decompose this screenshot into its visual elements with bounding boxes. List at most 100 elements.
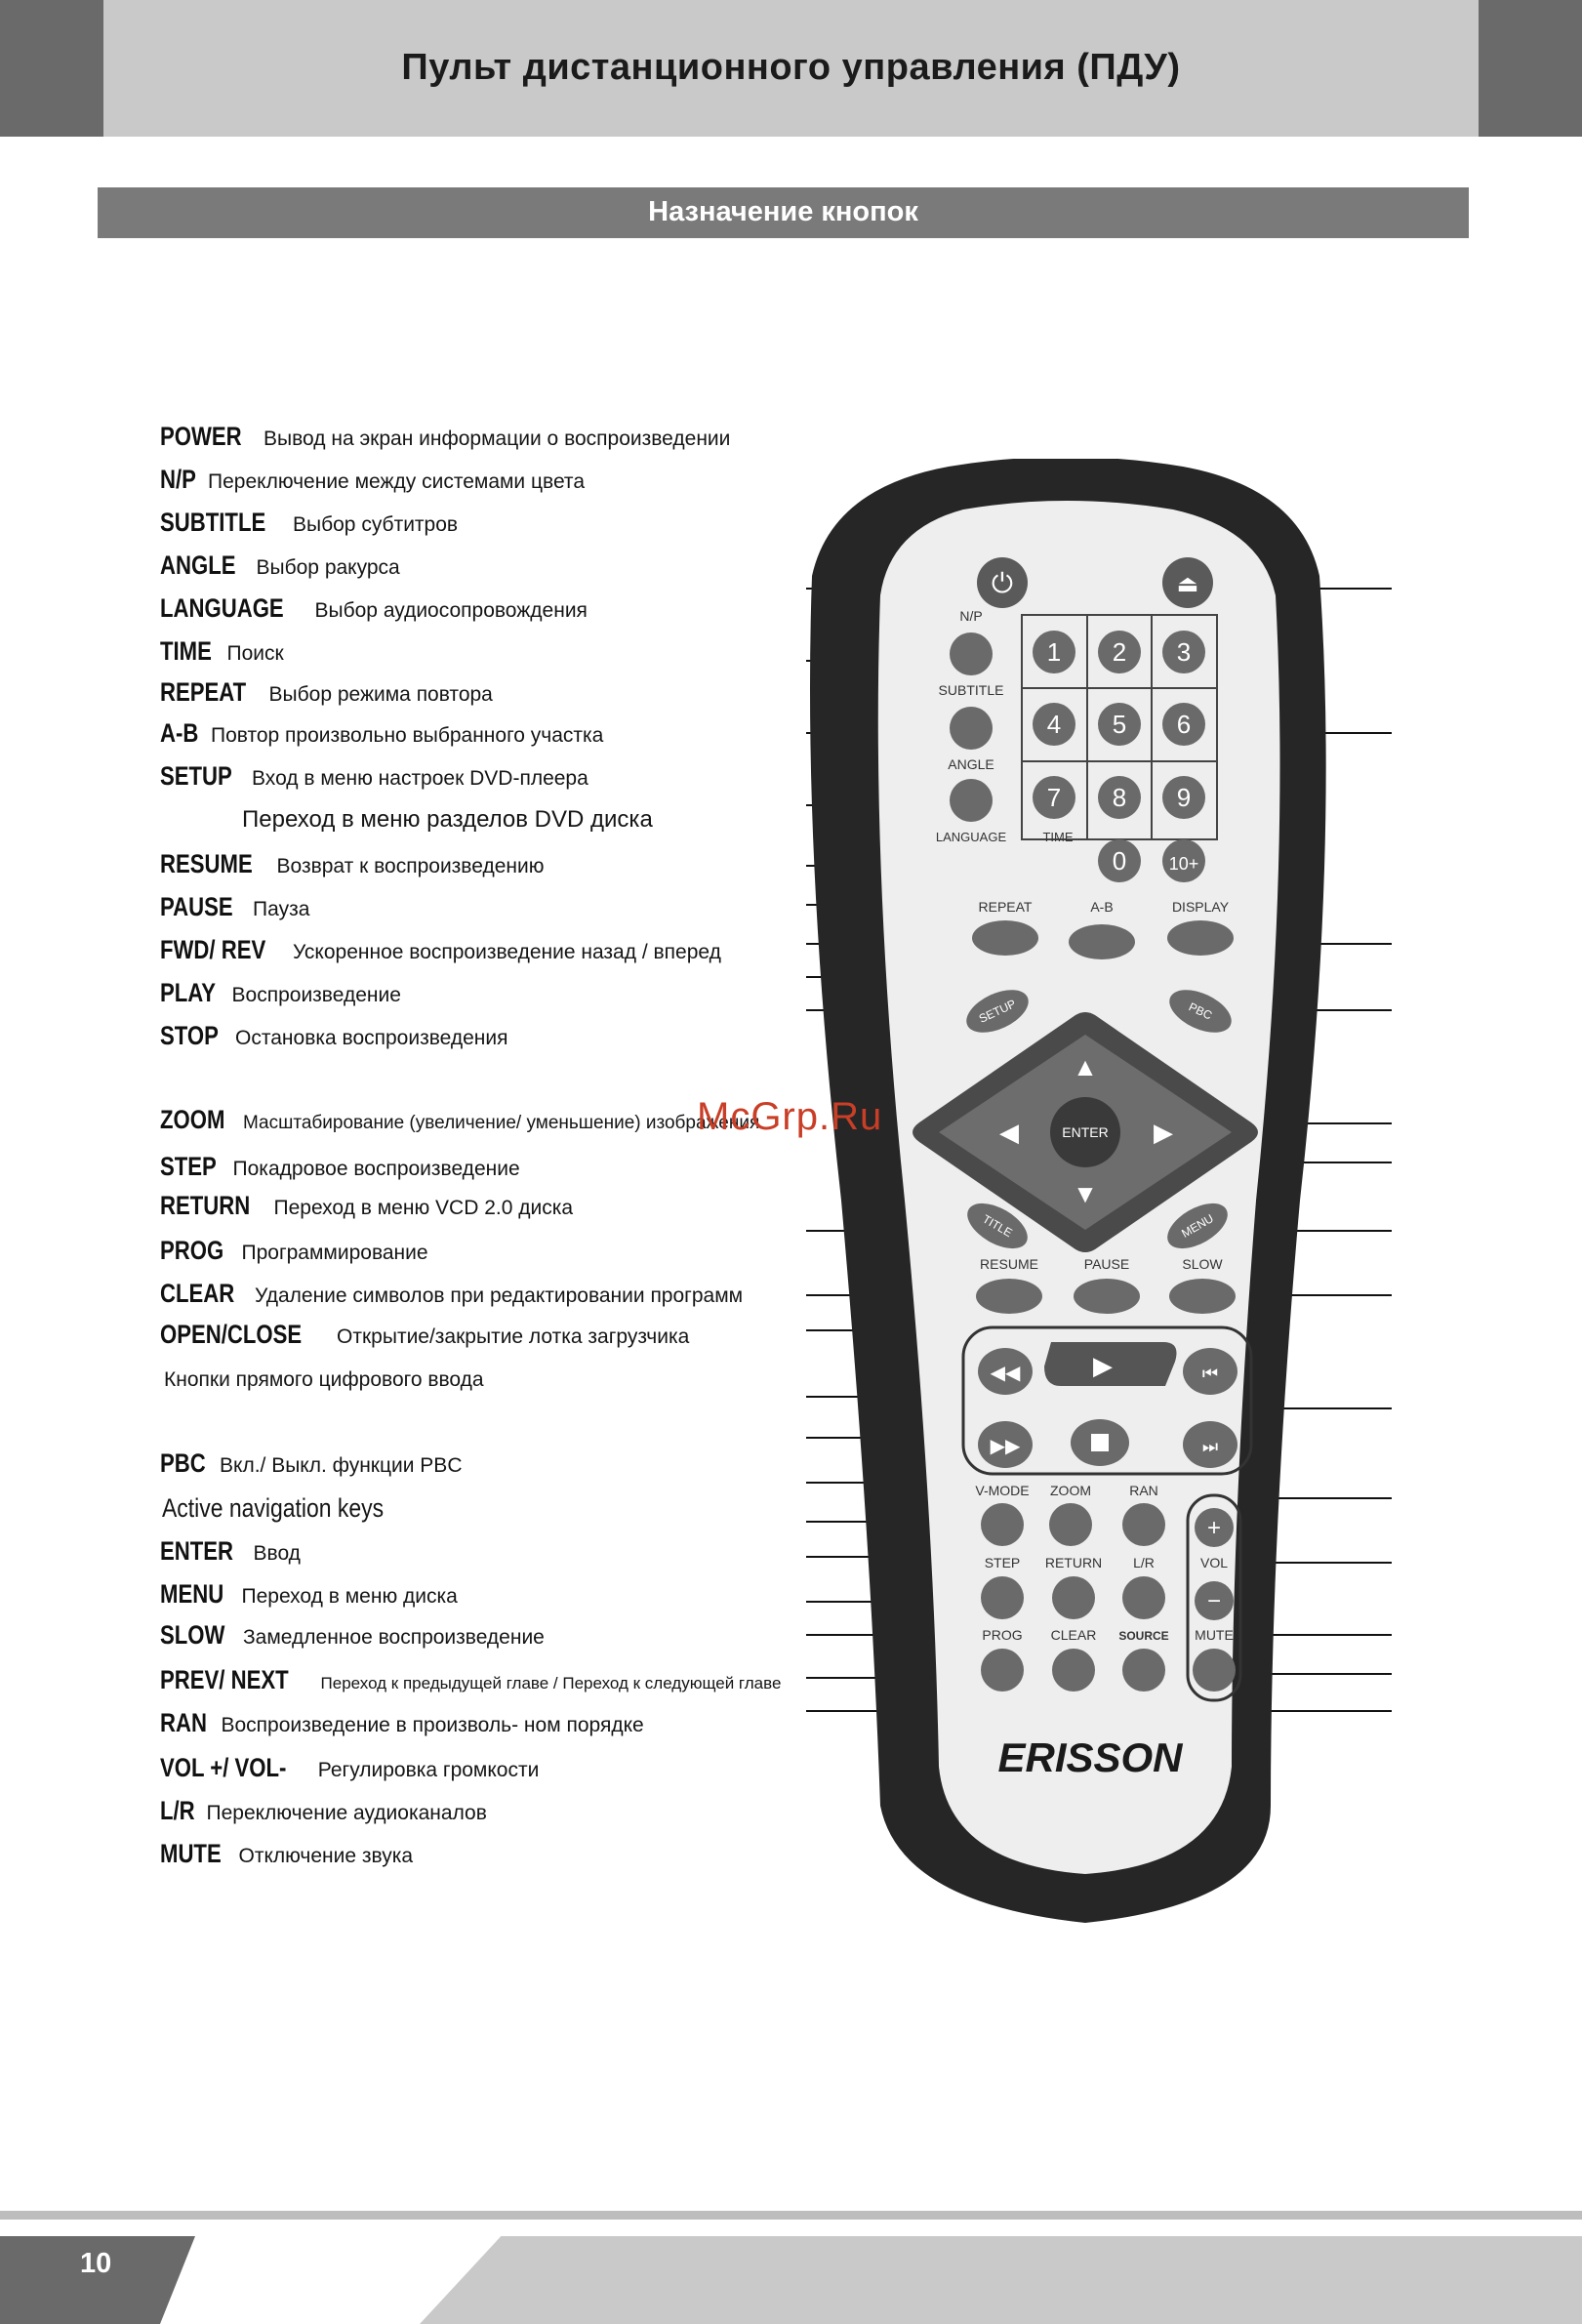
legend-key: PREV/ NEXT bbox=[160, 1665, 289, 1694]
minus-icon: − bbox=[1207, 1588, 1221, 1614]
digit-button[interactable] bbox=[1033, 703, 1075, 746]
power-button[interactable] bbox=[977, 557, 1028, 608]
ab-button[interactable] bbox=[1069, 924, 1135, 959]
legend-desc: Регулировка громкости bbox=[317, 1759, 540, 1781]
digit-button[interactable] bbox=[1033, 631, 1075, 673]
digit-button[interactable] bbox=[1162, 776, 1205, 819]
legend-key: CLEAR bbox=[160, 1279, 235, 1308]
legend-desc: Воспроизведение в произволь- ном порядке bbox=[221, 1714, 644, 1736]
step-button[interactable] bbox=[981, 1576, 1024, 1619]
legend-key: RETURN bbox=[160, 1191, 251, 1220]
legend-desc: Active navigation keys bbox=[162, 1493, 385, 1523]
subtitle-button[interactable] bbox=[950, 707, 993, 750]
repeat-button[interactable] bbox=[972, 920, 1038, 956]
play-icon: ▶ bbox=[1093, 1351, 1113, 1380]
resume-button[interactable] bbox=[976, 1279, 1042, 1314]
next-icon: ⏭ bbox=[1202, 1437, 1218, 1456]
prog-button[interactable] bbox=[981, 1649, 1024, 1692]
source-label: SOURCE bbox=[1118, 1629, 1168, 1643]
digit-button[interactable] bbox=[1162, 703, 1205, 746]
page-title: Пульт дистанционного управления (ПДУ) bbox=[401, 47, 1181, 88]
clear-label: CLEAR bbox=[1051, 1627, 1097, 1643]
legend-key: MENU bbox=[160, 1579, 224, 1609]
legend-row: TIME Поиск bbox=[160, 636, 284, 667]
down-arrow-icon[interactable]: ▼ bbox=[1073, 1179, 1098, 1208]
pbc-button[interactable] bbox=[1163, 981, 1238, 1040]
mute-button[interactable] bbox=[1193, 1649, 1236, 1692]
pause-button[interactable] bbox=[1074, 1279, 1140, 1314]
digit-button[interactable] bbox=[1162, 839, 1205, 882]
np-button[interactable] bbox=[950, 632, 993, 675]
legend-desc: Выбор субтитров bbox=[293, 513, 459, 536]
slow-button[interactable] bbox=[1169, 1279, 1236, 1314]
digit-label: 9 bbox=[1177, 783, 1191, 812]
digit-button[interactable] bbox=[1098, 631, 1141, 673]
enter-button[interactable] bbox=[1050, 1097, 1120, 1167]
legend-key: STEP bbox=[160, 1152, 217, 1181]
legend-key: VOL +/ VOL- bbox=[160, 1753, 287, 1782]
digit-button[interactable] bbox=[1098, 839, 1141, 882]
menu-button[interactable] bbox=[1160, 1194, 1236, 1257]
next-button[interactable] bbox=[1183, 1421, 1237, 1468]
digit-button[interactable] bbox=[1098, 776, 1141, 819]
legend-desc: Переход к предыдущей главе / Переход к с… bbox=[320, 1674, 782, 1692]
digit-button[interactable] bbox=[1033, 776, 1075, 819]
digit-label: 4 bbox=[1047, 710, 1061, 739]
up-arrow-icon[interactable]: ▲ bbox=[1073, 1052, 1098, 1081]
section-bar bbox=[98, 187, 1469, 238]
legend-desc: Ускоренное воспроизведение назад / впере… bbox=[293, 941, 721, 963]
display-label: DISPLAY bbox=[1172, 899, 1230, 915]
legend-row: PREV/ NEXT Переход к предыдущей главе / П… bbox=[160, 1665, 781, 1695]
header-bar bbox=[0, 0, 1582, 137]
play-button[interactable] bbox=[1044, 1342, 1177, 1386]
title-button[interactable] bbox=[960, 1194, 1035, 1257]
rewind-button[interactable] bbox=[978, 1348, 1033, 1395]
legend-key: ANGLE bbox=[160, 550, 236, 580]
fast-forward-button[interactable] bbox=[978, 1421, 1033, 1468]
vmode-button[interactable] bbox=[981, 1503, 1024, 1546]
legend-desc: Поиск bbox=[226, 642, 284, 665]
digit-button[interactable] bbox=[1098, 703, 1141, 746]
setup-button[interactable] bbox=[960, 981, 1035, 1040]
volume-down-button[interactable] bbox=[1195, 1581, 1234, 1620]
angle-button[interactable] bbox=[950, 779, 993, 822]
return-button[interactable] bbox=[1052, 1576, 1095, 1619]
volume-up-button[interactable] bbox=[1195, 1508, 1234, 1547]
digit-button[interactable] bbox=[1162, 631, 1205, 673]
prog-label: PROG bbox=[982, 1627, 1022, 1643]
source-button[interactable] bbox=[1122, 1649, 1165, 1692]
leader-line bbox=[1171, 1710, 1392, 1712]
legend-row: SUBTITLE Выбор субтитров bbox=[160, 508, 458, 538]
prev-button[interactable] bbox=[1183, 1348, 1237, 1395]
legend-key: MUTE bbox=[160, 1839, 222, 1868]
legend-desc: Переключение между системами цвета bbox=[208, 470, 585, 493]
eject-button[interactable] bbox=[1162, 557, 1213, 608]
legend-key: STOP bbox=[160, 1021, 219, 1050]
clear-button[interactable] bbox=[1052, 1649, 1095, 1692]
digit-label: 10+ bbox=[1169, 854, 1199, 874]
mute-label: MUTE bbox=[1195, 1627, 1234, 1643]
transport-frame bbox=[961, 1325, 1253, 1476]
ran-button[interactable] bbox=[1122, 1503, 1165, 1546]
legend-key: RESUME bbox=[160, 849, 253, 878]
legend-key: TIME bbox=[160, 636, 212, 666]
legend-key: SUBTITLE bbox=[160, 508, 266, 537]
left-arrow-icon[interactable]: ◀ bbox=[999, 1118, 1019, 1147]
legend-desc: Покадровое воспроизведение bbox=[232, 1158, 520, 1180]
right-arrow-icon[interactable]: ▶ bbox=[1154, 1118, 1173, 1147]
leader-line bbox=[1230, 1562, 1392, 1564]
zoom-button[interactable] bbox=[1049, 1503, 1092, 1546]
display-button[interactable] bbox=[1167, 920, 1234, 956]
legend-key: POWER bbox=[160, 422, 242, 451]
zoom-label: ZOOM bbox=[1050, 1483, 1091, 1498]
lr-button[interactable] bbox=[1122, 1576, 1165, 1619]
